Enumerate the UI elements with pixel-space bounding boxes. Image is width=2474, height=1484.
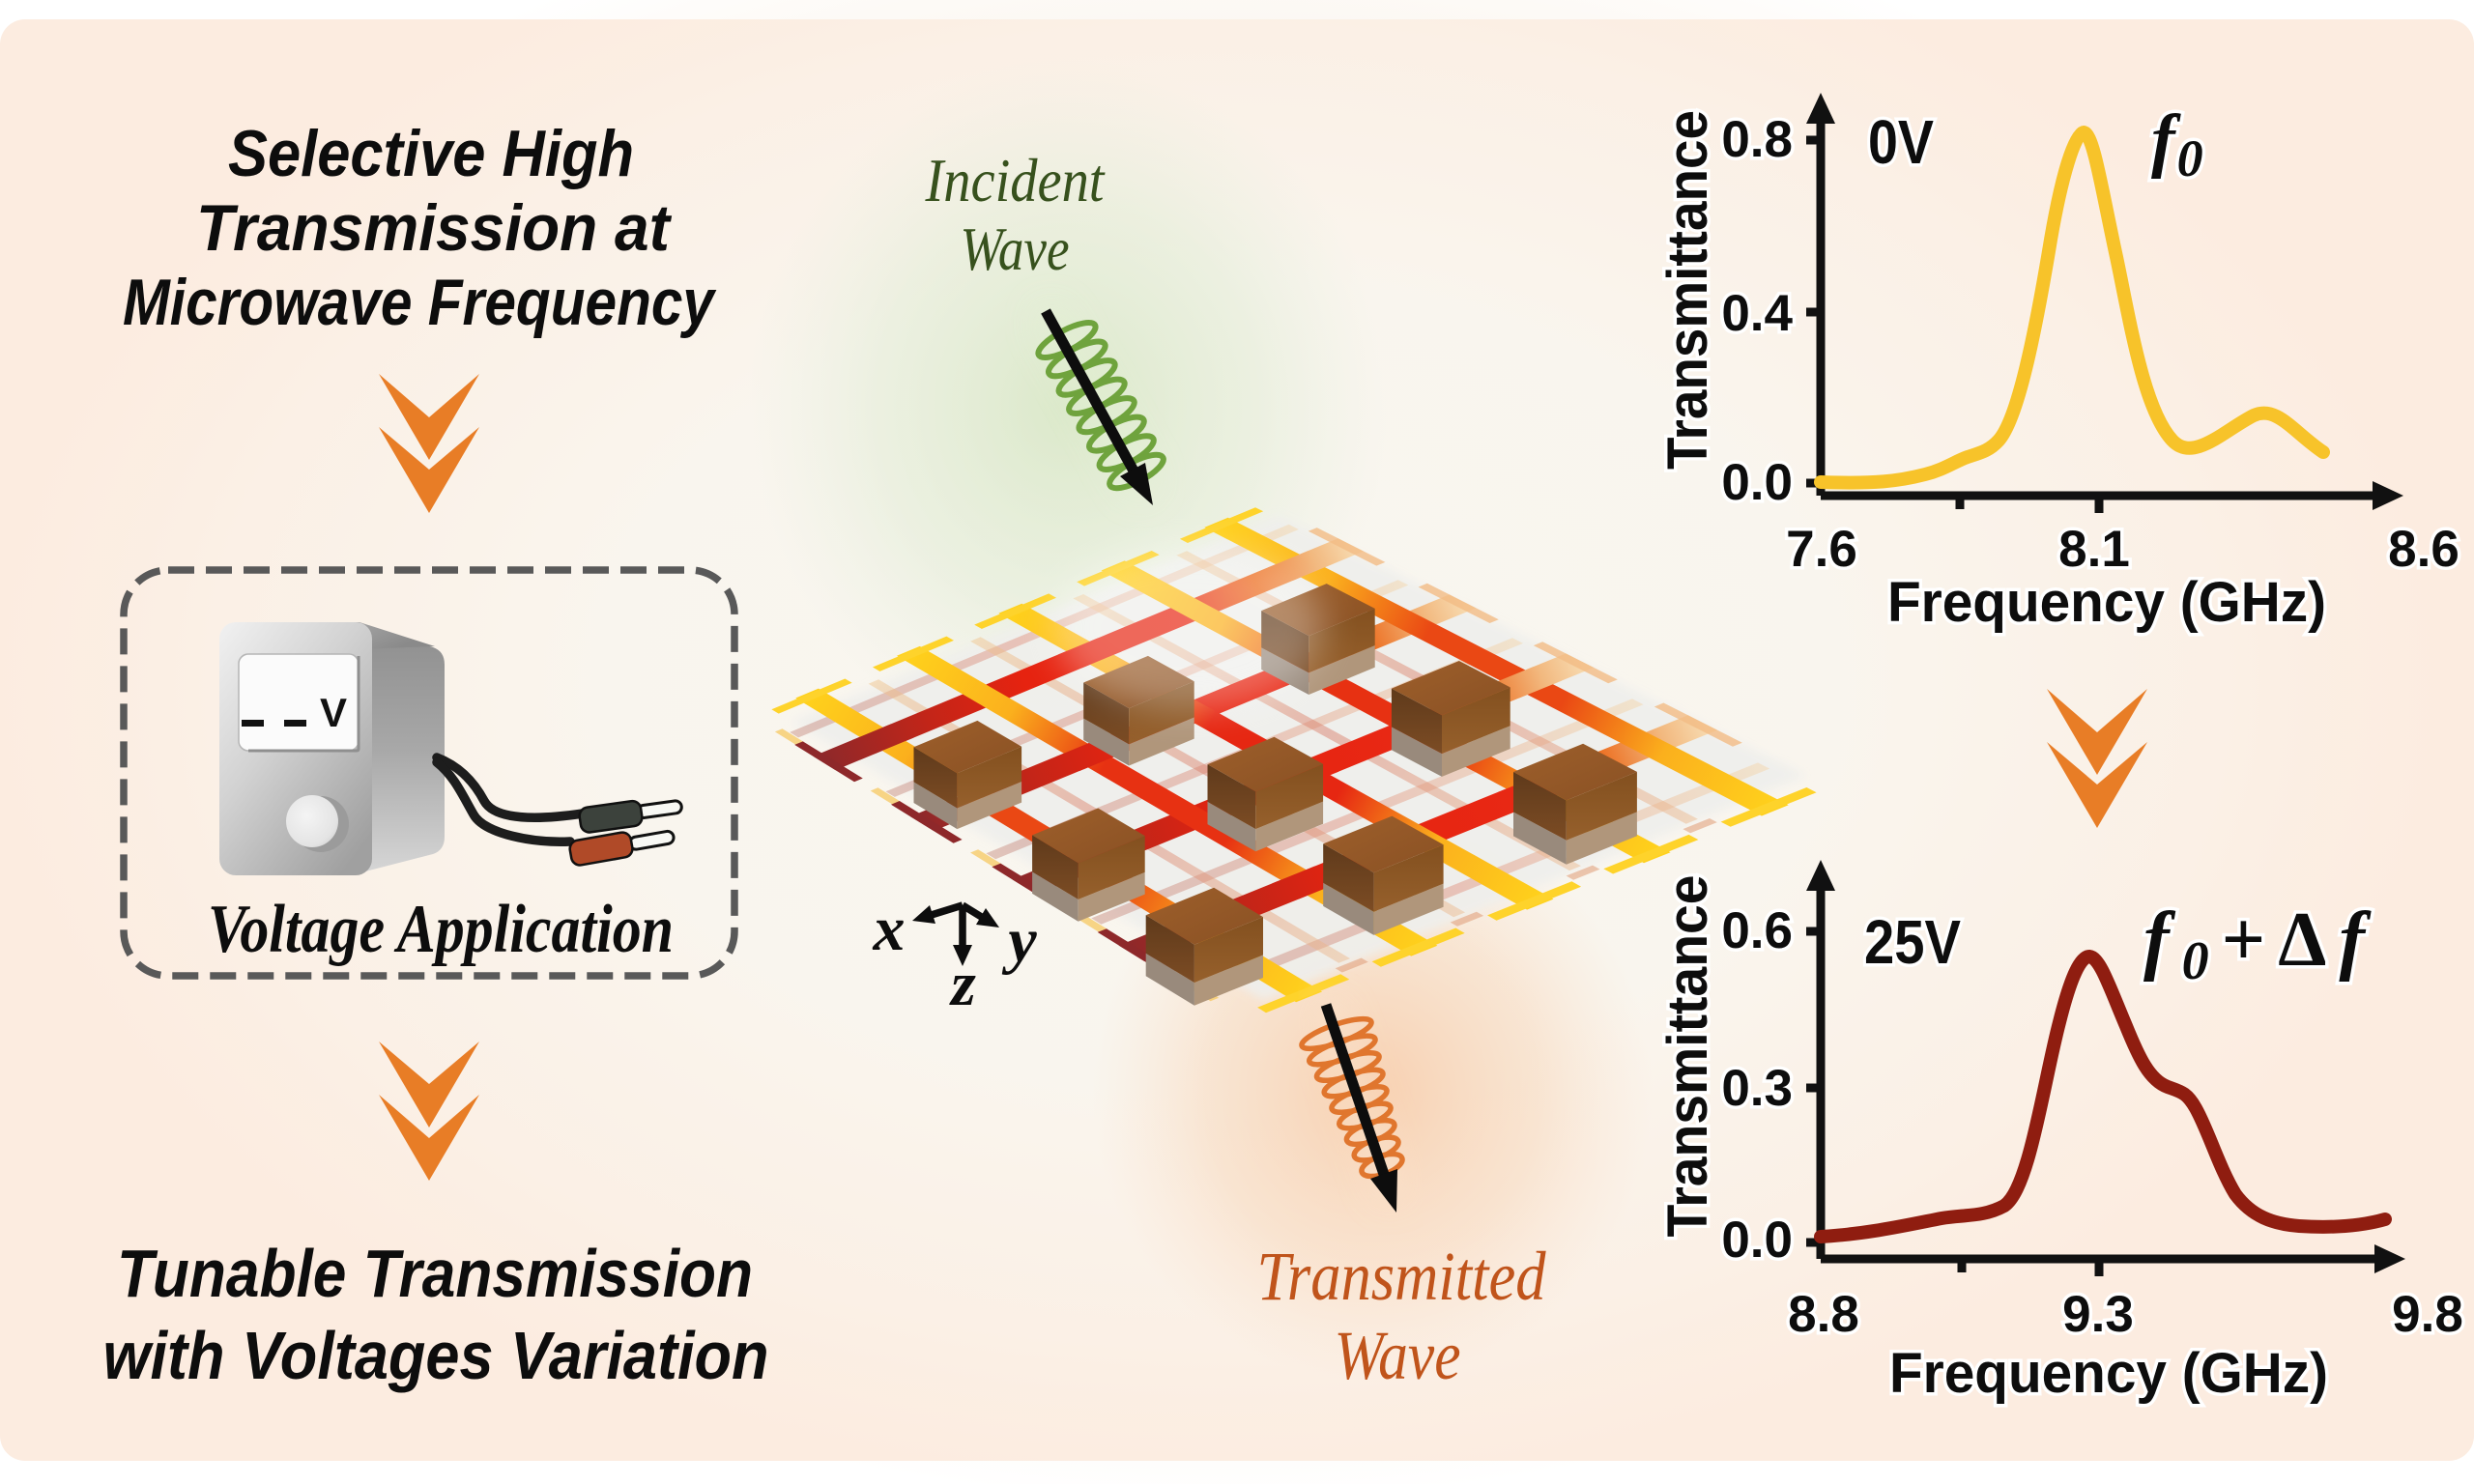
svg-text:0.0: 0.0	[1721, 454, 1793, 511]
svg-text:Frequency (GHz): Frequency (GHz)	[1889, 1342, 2328, 1405]
svg-text:y: y	[1001, 905, 1037, 976]
svg-text:0.3: 0.3	[1721, 1060, 1793, 1117]
svg-text:x: x	[873, 894, 906, 964]
svg-text:25V: 25V	[1864, 907, 1961, 977]
svg-text:z: z	[949, 949, 976, 1019]
svg-text:Wave: Wave	[1335, 1317, 1461, 1394]
svg-text:Microwave Frequency: Microwave Frequency	[123, 266, 717, 339]
svg-text:Frequency (GHz): Frequency (GHz)	[1887, 571, 2326, 634]
svg-text:f0+Δf: f0+Δf	[2143, 898, 2377, 991]
svg-text:Voltage Application: Voltage Application	[208, 892, 674, 967]
svg-text:8.1: 8.1	[2058, 521, 2130, 578]
svg-text:Tunable Transmission: Tunable Transmission	[117, 1236, 753, 1311]
svg-text:Selective High: Selective High	[228, 117, 634, 190]
svg-text:V: V	[320, 690, 347, 735]
svg-text:8.8: 8.8	[1788, 1286, 1859, 1343]
svg-text:with Voltages Variation: with Voltages Variation	[103, 1318, 769, 1393]
svg-text:Transmission at: Transmission at	[196, 191, 672, 265]
svg-text:8.6: 8.6	[2388, 521, 2460, 578]
svg-text:Transmittance: Transmittance	[1656, 110, 1719, 470]
svg-text:Incident: Incident	[925, 146, 1107, 214]
svg-text:Transmittance: Transmittance	[1656, 875, 1719, 1238]
svg-text:Wave: Wave	[961, 214, 1070, 283]
svg-text:Transmitted: Transmitted	[1257, 1238, 1547, 1315]
svg-text:0.4: 0.4	[1721, 285, 1793, 342]
svg-text:7.6: 7.6	[1786, 521, 1857, 578]
svg-text:0.6: 0.6	[1721, 902, 1793, 959]
svg-text:0V: 0V	[1868, 107, 1934, 177]
svg-text:9.8: 9.8	[2392, 1286, 2463, 1343]
svg-text:0.0: 0.0	[1721, 1212, 1793, 1269]
svg-text:9.3: 9.3	[2062, 1286, 2134, 1343]
svg-text:0.8: 0.8	[1721, 111, 1793, 168]
